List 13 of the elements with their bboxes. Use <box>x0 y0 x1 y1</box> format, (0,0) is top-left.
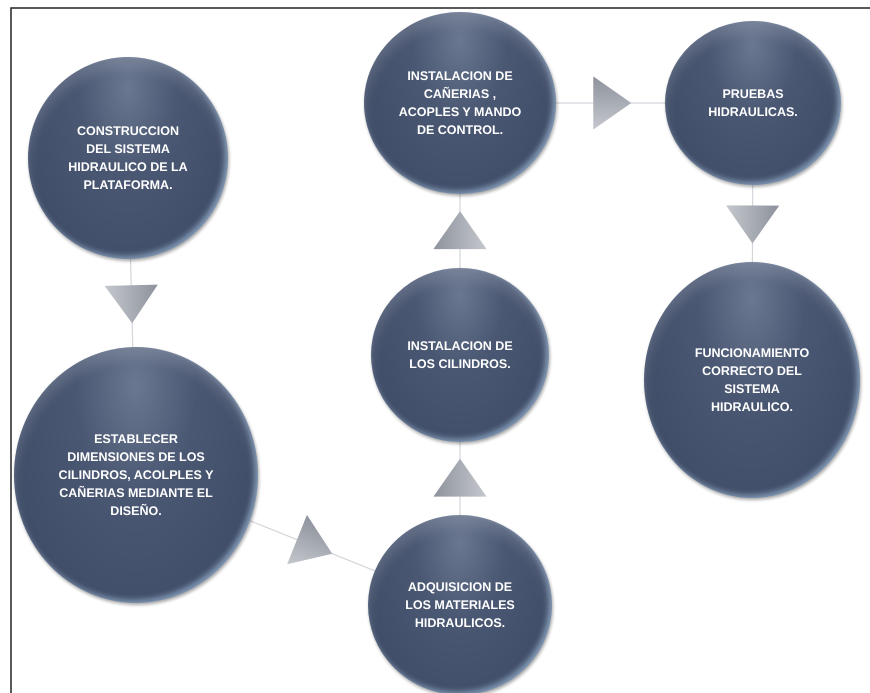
step-label: FUNCIONAMIENTO CORRECTO DEL SISTEMA HIDRAULICO. <box>694 344 810 416</box>
arrow <box>433 442 487 515</box>
arrow <box>433 194 487 268</box>
step-label: PRUEBAS HIDRAULICAS. <box>707 86 799 121</box>
arrow <box>104 258 158 348</box>
step-label: INSTALACION DE LOS CILINDROS. <box>406 338 514 373</box>
arrow <box>556 76 665 130</box>
arrow <box>726 185 780 262</box>
step-label: CONSTRUCCION DEL SISTEMA HIDRAULICO DE LA PLATAFORMA. <box>67 122 189 194</box>
step-label: ADQUISICION DE LOS MATERIALES HIDRAULICOS. <box>404 578 516 632</box>
step-label: ESTABLECER DIMENSIONES DE LOS CILINDROS, ACOLPLES Y CAÑERIAS MEDIANTE EL DISEÑO. <box>58 430 214 520</box>
arrow <box>250 514 376 572</box>
step-label: INSTALACION DE CAÑERIAS , ACOPLES Y MANDO DE CONTROL. <box>398 68 522 140</box>
